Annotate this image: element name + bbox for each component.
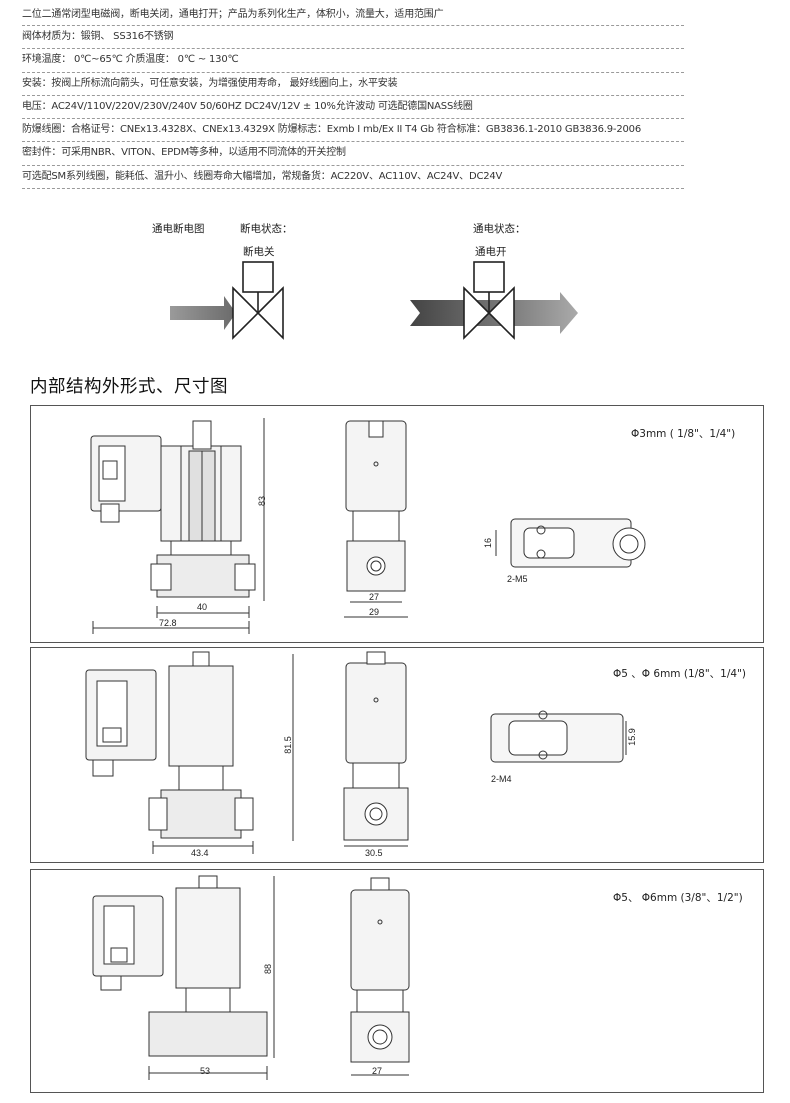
panel-3-size: Φ5、 Φ6mm (3/8"、1/2")	[613, 892, 743, 904]
off-state-value: 断电关	[243, 246, 275, 258]
spec-line: 二位二通常闭型电磁阀，断电关闭，通电打开；产品为系列化生产，体积小，流量大，适用…	[22, 4, 684, 26]
spec-line: 密封件：可采用NBR、VITON、EPDM等多种，以适用不同流体的开关控制	[22, 142, 684, 166]
flow-arrow-blocked	[170, 296, 236, 330]
panel-2-size: Φ5 、Φ 6mm (1/8"、1/4")	[613, 668, 747, 680]
on-state-value: 通电开	[475, 246, 507, 258]
panel-2-drawing	[85, 651, 627, 854]
coil-box	[242, 261, 274, 293]
dim-height: 83	[257, 495, 268, 507]
dim-height: 88	[263, 963, 274, 975]
dim-side-outer: 29	[369, 607, 380, 617]
dim-body: 43.4	[191, 848, 209, 858]
dim-side: 30.5	[365, 848, 383, 858]
spec-line: 电压：AC24V/110V/220V/230V/240V 50/60HZ DC2…	[22, 96, 684, 120]
dim-side: 27	[372, 1066, 383, 1076]
dim-height: 81.5	[282, 736, 293, 754]
dim-top-h: 15.9	[626, 728, 637, 746]
panel-1: Φ3mm ( 1/8"、1/4") 83 40 72.8 27 29 16 2-…	[30, 405, 764, 643]
dim-side-inner: 27	[369, 592, 380, 602]
section-title: 内部结构外形式、尺寸图	[30, 377, 228, 397]
dim-top-h: 16	[483, 537, 494, 549]
dim-body: 53	[200, 1066, 211, 1076]
spec-list: 二位二通常闭型电磁阀，断电关闭，通电打开；产品为系列化生产，体积小，流量大，适用…	[22, 4, 684, 190]
off-state-label: 断电状态：	[240, 223, 293, 235]
on-valve-symbol	[410, 261, 578, 340]
dim-screws: 2-M5	[507, 574, 528, 584]
on-state-label: 通电状态：	[473, 223, 526, 235]
spec-line: 防爆线圈：合格证号：CNEx13.4328X、CNEx13.4329X 防爆标志…	[22, 119, 684, 143]
spec-line: 阀体材质为：锻铜、 SS316不锈钢	[22, 26, 684, 50]
off-valve-symbol	[170, 261, 284, 340]
panel-3: Φ5、 Φ6mm (3/8"、1/2") 88 53 27	[30, 869, 764, 1093]
spec-line: 环境温度： 0℃~65℃ 介质温度： 0℃ ~ 130℃	[22, 49, 684, 73]
spec-line: 可选配SM系列线圈，能耗低、温升小、线圈寿命大幅增加，常规备货：AC220V、A…	[22, 166, 684, 190]
panel-2: Φ5 、Φ 6mm (1/8"、1/4") 81.5 43.4 30.5 15.…	[30, 647, 764, 863]
dim-screws: 2-M4	[491, 774, 512, 784]
schematic-diagram	[170, 261, 578, 340]
spec-line: 安装：按阀上所标流向箭头，可任意安装，为增强使用寿命， 最好线圈向上，水平安装	[22, 73, 684, 96]
panel-3-drawing	[92, 875, 410, 1080]
schematic-title: 通电断电图	[152, 223, 205, 235]
panel-1-drawing	[90, 418, 646, 634]
panel-1-size: Φ3mm ( 1/8"、1/4")	[631, 428, 736, 440]
coil-box	[473, 261, 505, 293]
dim-body: 40	[197, 602, 208, 612]
dim-total: 72.8	[159, 618, 177, 628]
